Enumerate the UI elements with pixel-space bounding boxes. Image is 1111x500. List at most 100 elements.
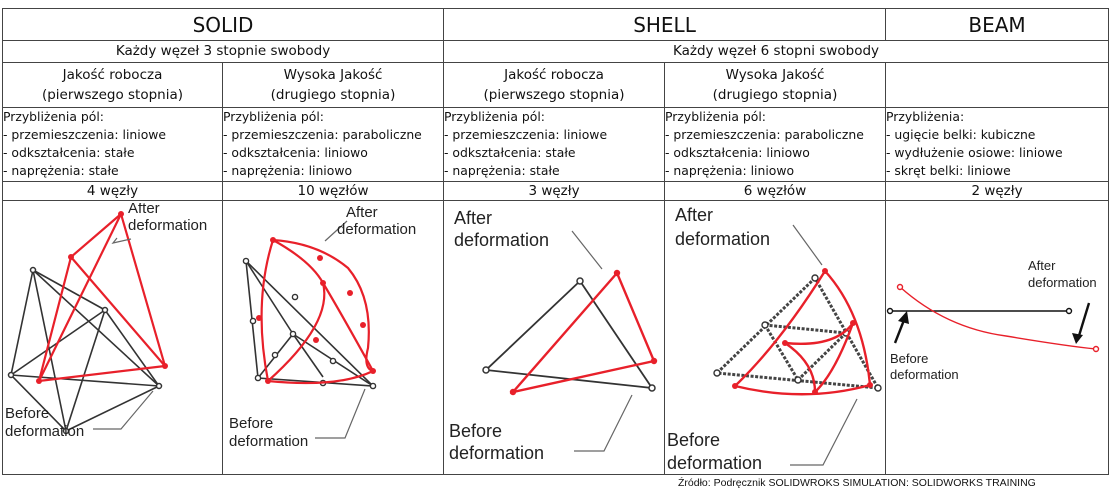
figure-shell-high: After deformation Before deformation (664, 200, 887, 475)
beam-deformed-curve (899, 285, 1097, 350)
approx-title: Przybliżenia pól: (3, 109, 104, 125)
approx-item: - naprężenia: stałe (444, 163, 560, 179)
before-leader-line (93, 390, 154, 430)
quality-line: (drugiego stopnia) (270, 86, 396, 103)
nodes-solid-draft: 4 węzły (2, 180, 223, 202)
header-beam: BEAM (885, 7, 1110, 42)
after-label: After (675, 205, 713, 225)
after-label: After (1028, 258, 1056, 273)
solid-tetra-linear-diagram: After deformation Before deformation (5, 203, 207, 440)
before-label: Before (667, 430, 720, 450)
beam-node-start (886, 307, 894, 314)
approx-title: Przybliżenia pól: (665, 109, 766, 125)
approx-item: - odkształcenia: stałe (3, 145, 135, 161)
before-leader-line (574, 394, 633, 452)
undeformed-mesh (10, 267, 161, 432)
after-label: After (128, 203, 160, 217)
approx-item: - naprężenia: liniowo (665, 163, 795, 179)
approx-item: - przemieszczenia: paraboliczne (223, 127, 422, 143)
approx-item: - skręt belki: liniowe (886, 163, 1011, 179)
figure-solid-high: After deformation Before deformation (221, 200, 445, 475)
node-markers (482, 276, 656, 392)
nodes-shell-high: 6 węzłów (664, 180, 887, 202)
source-note: Źródło: Podręcznik SOLIDWROKS SIMULATION… (678, 477, 1036, 489)
before-deformation-label: deformation (667, 453, 762, 473)
approx-solid-draft: Przybliżenia pól: - przemieszczenia: lin… (2, 107, 223, 182)
deformed-node-markers (256, 236, 376, 384)
deformed-node-markers (509, 269, 658, 395)
dof-shell: Każdy węzeł 6 stopni swobody (443, 40, 1110, 63)
beam-deformed-node-start (896, 283, 904, 290)
before-leader-line (315, 388, 366, 439)
approx-title: Przybliżenia pól: (223, 109, 324, 125)
quality-line: Wysoka Jakość (725, 66, 825, 83)
approx-item: - przemieszczenia: liniowe (444, 127, 608, 143)
element-types-table: SOLID SHELL BEAM Każdy węzeł 3 stopnie s… (1, 7, 1110, 475)
before-label: Before (890, 351, 928, 366)
before-deformation-label: deformation (890, 367, 959, 382)
before-deformation-label: deformation (449, 443, 544, 463)
quality-line: Jakość robocza (504, 66, 604, 83)
approx-item: - odkształcenia: liniowo (223, 145, 368, 161)
header-solid: SOLID (1, 7, 445, 42)
undeformed-mesh (713, 275, 881, 390)
approx-shell-draft: Przybliżenia pól: - przemieszczenia: lin… (443, 107, 666, 182)
quality-shell-draft: Jakość robocza (pierwszego stopnia) (443, 61, 666, 109)
quality-beam-empty (885, 61, 1110, 109)
deformed-mesh (37, 212, 168, 382)
after-leader-line (111, 237, 132, 244)
figure-beam: Before deformation After deformation (885, 200, 1110, 475)
approx-solid-high: Przybliżenia pól: - przemieszczenia: par… (221, 107, 445, 182)
approx-title: Przybliżenia: (886, 109, 965, 125)
figure-shell-draft: After deformation Before deformation (443, 200, 666, 475)
approx-item: - naprężenia: liniowo (223, 163, 353, 179)
approx-title: Przybliżenia pól: (444, 109, 545, 125)
beam-diagram: Before deformation After deformation (886, 258, 1100, 382)
approx-item: - ugięcie belki: kubiczne (886, 127, 1036, 143)
before-arrowhead (898, 310, 910, 324)
nodes-beam: 2 węzły (885, 180, 1110, 202)
header-shell: SHELL (443, 7, 887, 42)
after-deformation-label: deformation (1028, 275, 1097, 290)
deformed-node-markers (36, 210, 168, 384)
quality-shell-high: Wysoka Jakość (drugiego stopnia) (664, 61, 887, 109)
dof-solid: Każdy węzeł 3 stopnie swobody (1, 40, 445, 63)
approx-shell-high: Przybliżenia pól: - przemieszczenia: par… (664, 107, 887, 182)
quality-solid-draft: Jakość robocza (pierwszego stopnia) (2, 61, 223, 109)
deformed-mesh (734, 269, 872, 395)
quality-line: Wysoka Jakość (283, 66, 383, 83)
after-leader-line (324, 220, 348, 241)
before-deformation-label: deformation (5, 423, 84, 440)
after-deformation-label: deformation (675, 229, 770, 249)
quality-line: (drugiego stopnia) (712, 86, 838, 103)
beam-deformed-node-end (1092, 345, 1100, 352)
after-deformation-label: deformation (128, 217, 207, 234)
after-label: After (454, 208, 492, 228)
shell-triangle-linear-diagram: After deformation Before deformation (449, 208, 658, 463)
approx-item: - przemieszczenia: paraboliczne (665, 127, 864, 143)
quality-line: (pierwszego stopnia) (41, 86, 184, 103)
quality-solid-high: Wysoka Jakość (drugiego stopnia) (221, 61, 445, 109)
after-label: After (346, 204, 378, 221)
deformed-node-markers (732, 267, 874, 395)
approx-beam: Przybliżenia: - ugięcie belki: kubiczne … (885, 107, 1110, 182)
solid-tetra-quadratic-diagram: After deformation Before deformation (229, 204, 416, 450)
after-leader-line (571, 230, 603, 269)
before-label: Before (5, 405, 49, 422)
after-arrowhead (1072, 332, 1084, 344)
approx-item: - odkształcenia: liniowo (665, 145, 810, 161)
before-leader-line (790, 398, 858, 466)
before-deformation-label: deformation (229, 433, 308, 450)
node-markers (7, 266, 163, 434)
after-deformation-label: deformation (454, 230, 549, 250)
approx-item: - wydłużenie osiowe: liniowe (886, 145, 1063, 161)
approx-item: - przemieszczenia: liniowe (3, 127, 167, 143)
quality-line: Jakość robocza (62, 66, 163, 83)
before-label: Before (229, 415, 273, 432)
shell-triangle-quadratic-diagram: After deformation Before deformation (667, 205, 882, 473)
deformed-mesh (509, 270, 656, 394)
figure-solid-draft: After deformation Before deformation (2, 200, 223, 475)
approx-item: - naprężenia: stałe (3, 163, 119, 179)
nodes-solid-high: 10 węzłów (221, 180, 445, 202)
after-deformation-label: deformation (337, 221, 416, 238)
